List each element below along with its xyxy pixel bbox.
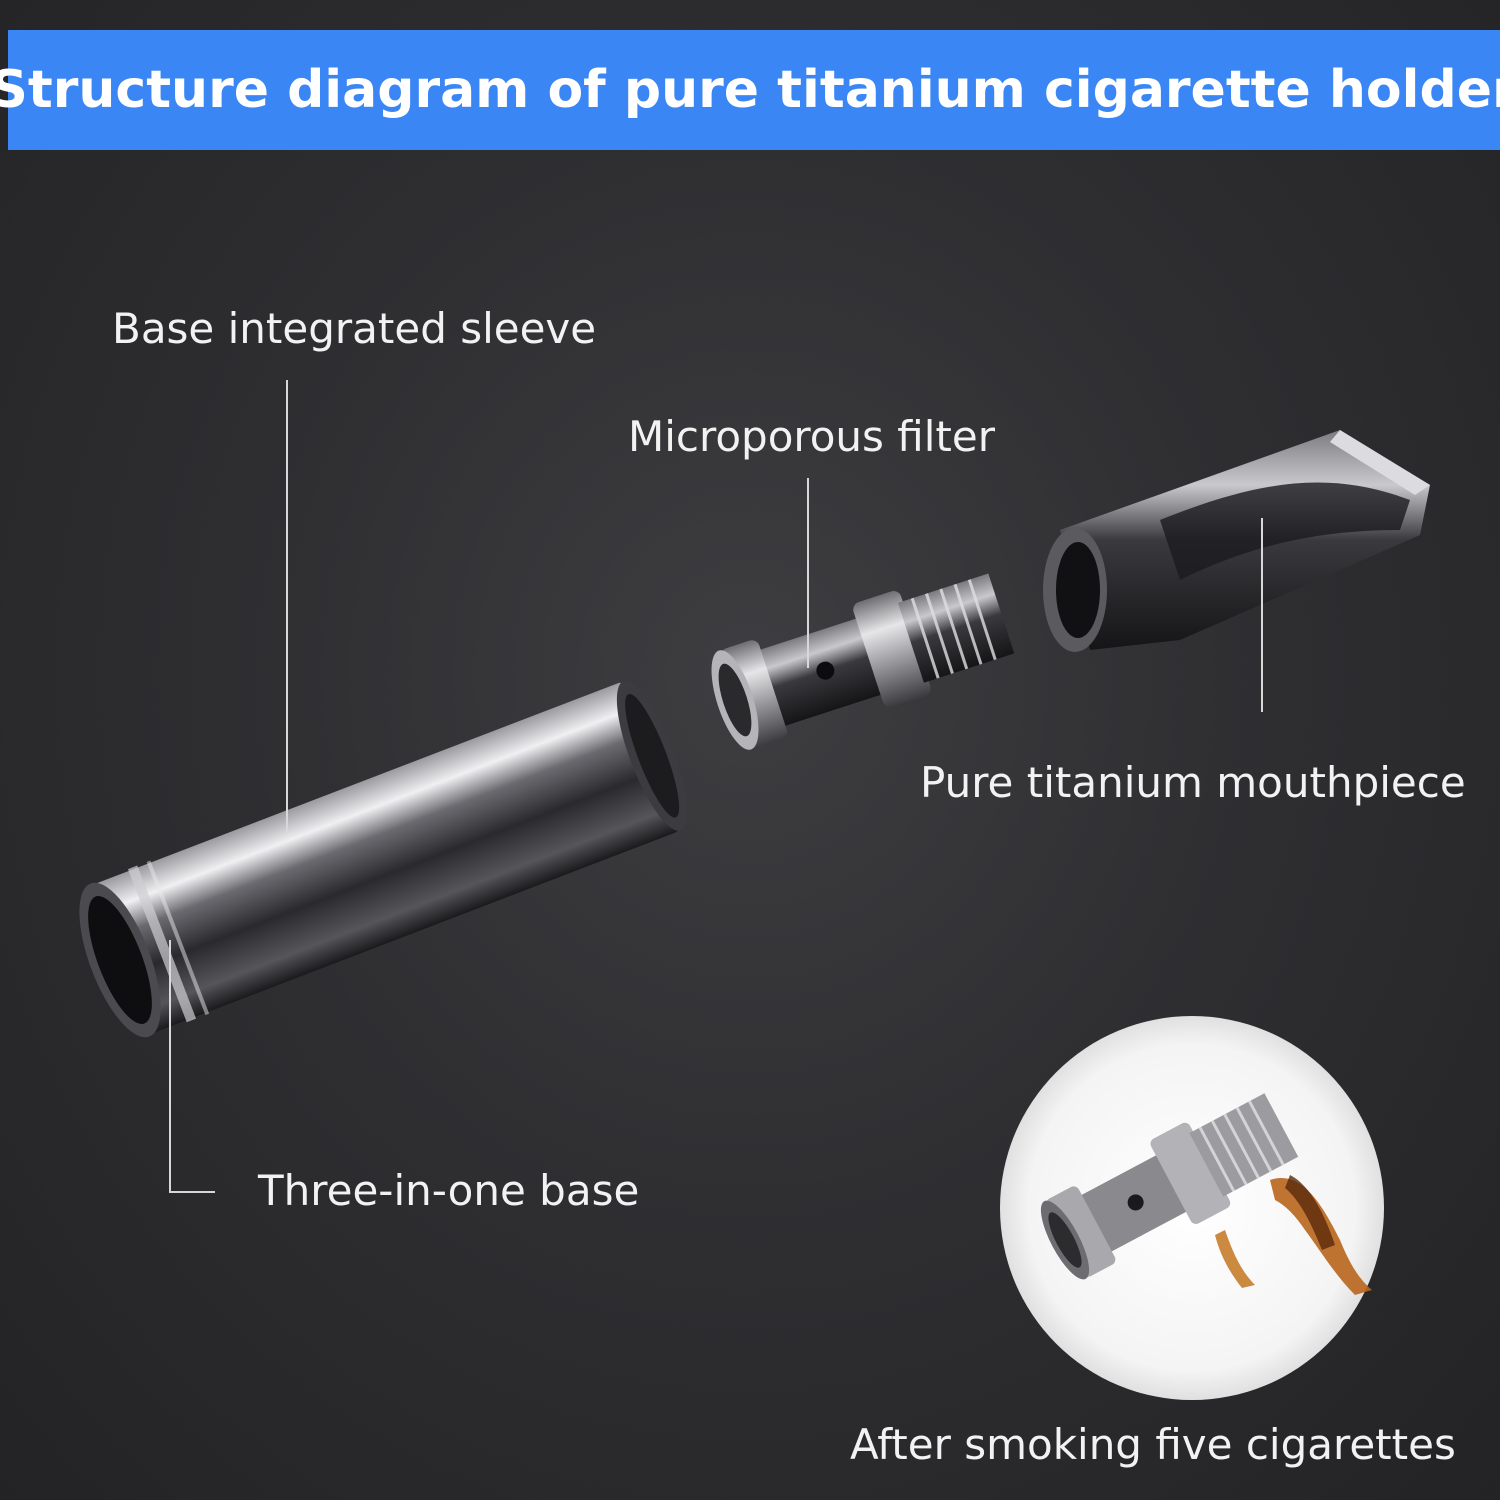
label-filter: Microporous filter bbox=[628, 412, 995, 461]
label-sleeve: Base integrated sleeve bbox=[112, 304, 597, 353]
inset-photo bbox=[1000, 1016, 1384, 1400]
mouthpiece-part bbox=[1043, 430, 1430, 652]
header-banner: Structure diagram of pure titanium cigar… bbox=[0, 30, 1500, 150]
sleeve-tube bbox=[79, 680, 688, 1038]
filter-part bbox=[711, 573, 1015, 750]
inset-caption: After smoking five cigarettes bbox=[850, 1420, 1456, 1469]
leader-lines bbox=[169, 380, 1263, 1193]
header-banner-bg bbox=[8, 30, 1500, 150]
label-base: Three-in-one base bbox=[258, 1166, 640, 1215]
label-mouthpiece: Pure titanium mouthpiece bbox=[920, 758, 1466, 807]
page-title: Structure diagram of pure titanium cigar… bbox=[0, 60, 1500, 120]
